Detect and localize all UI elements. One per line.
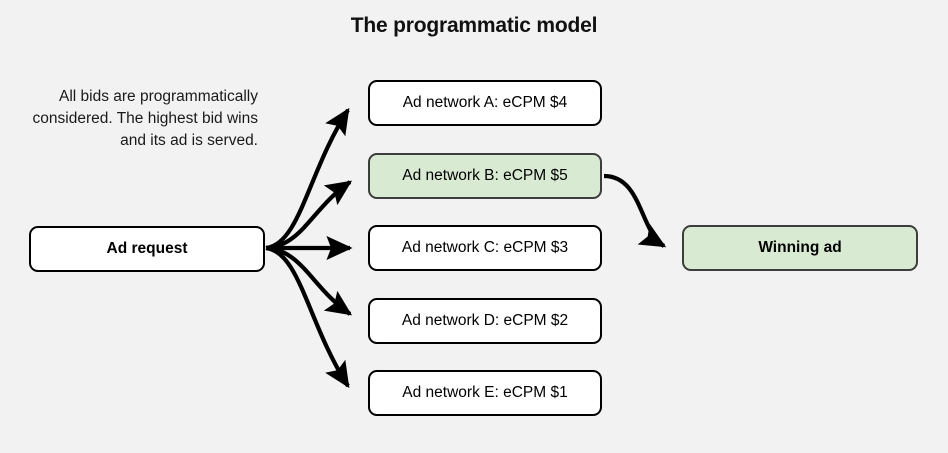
node-ad-network-e[interactable]: Ad network E: eCPM $1 <box>368 370 602 416</box>
node-ad-network-a[interactable]: Ad network A: eCPM $4 <box>368 80 602 126</box>
node-ad-network-b[interactable]: Ad network B: eCPM $5 <box>368 153 602 199</box>
page-title: The programmatic model <box>350 14 598 37</box>
node-ad-network-c-label: Ad network C: eCPM $3 <box>401 239 569 256</box>
node-ad-network-d-label: Ad network D: eCPM $2 <box>401 312 569 329</box>
node-ad-network-d[interactable]: Ad network D: eCPM $2 <box>368 298 602 344</box>
node-ad-request-label: Ad request <box>106 240 188 257</box>
edge-request-to-network-e <box>265 245 350 389</box>
edge-request-to-network-b <box>265 180 353 251</box>
node-winning-ad-label: Winning ad <box>758 239 842 256</box>
node-ad-network-a-label: Ad network A: eCPM $4 <box>402 94 568 111</box>
node-ad-network-e-label: Ad network E: eCPM $1 <box>402 384 568 401</box>
edge-request-to-network-d <box>265 245 353 316</box>
node-ad-request[interactable]: Ad request <box>29 226 265 272</box>
node-ad-network-b-label: Ad network B: eCPM $5 <box>402 167 568 184</box>
edge-request-to-network-a <box>265 107 350 251</box>
caption-text: All bids are programmatically considered… <box>32 88 258 149</box>
node-ad-network-c[interactable]: Ad network C: eCPM $3 <box>368 225 602 271</box>
node-winning-ad[interactable]: Winning ad <box>682 225 918 271</box>
edge-network-b-to-winning-ad <box>603 173 667 248</box>
